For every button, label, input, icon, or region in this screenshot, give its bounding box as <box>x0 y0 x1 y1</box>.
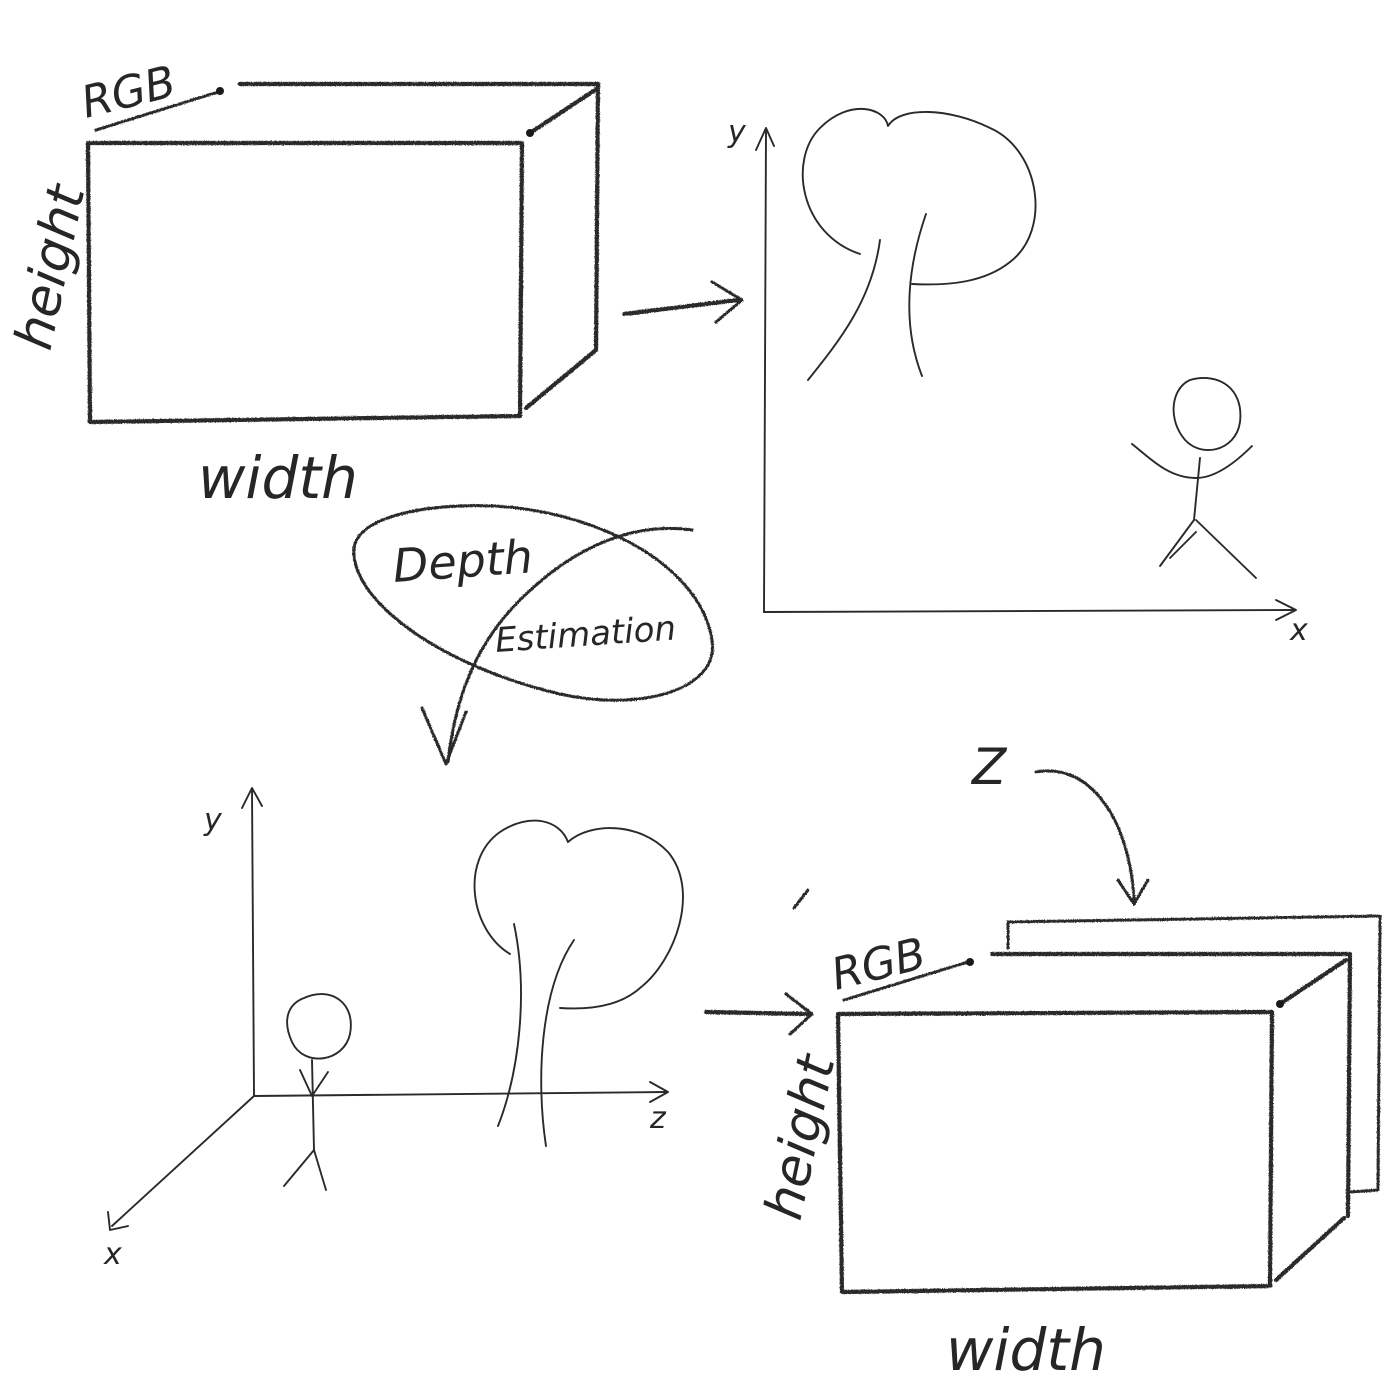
top-left-rgb-pointer-line <box>94 90 220 132</box>
z-layer-top-edge <box>989 951 1353 1219</box>
bottom-left-3d-scene: y x z <box>103 787 684 1272</box>
top-right-y-axis-label: y <box>727 115 747 150</box>
bottom-right-rgb-dot <box>966 958 974 966</box>
z-layer-back-plate <box>1006 914 1382 1194</box>
top-right-axes <box>755 127 1297 621</box>
z-pointer-arrow <box>1034 769 1136 902</box>
process-arrow-head <box>420 706 468 766</box>
process-curved-arrow <box>446 527 694 764</box>
bottom-right-height-label: height <box>754 1049 847 1225</box>
bottom-left-stick-person <box>283 993 352 1191</box>
top-left-front-face <box>85 140 525 425</box>
bottom-left-tree <box>473 819 684 1147</box>
top-left-right-back-edge <box>593 81 601 353</box>
top-left-rgb-label: RGB <box>76 56 180 128</box>
bottom-right-front-face <box>835 1009 1275 1295</box>
process-ellipse <box>352 504 714 702</box>
process-label-line1: Depth <box>391 529 535 593</box>
bottom-right-width-label: width <box>946 1316 1106 1384</box>
bottom-right-corner-link-bottom <box>1273 1215 1347 1283</box>
arrow-to-scene <box>621 280 744 324</box>
bottom-left-z-axis-label: z <box>649 1101 667 1136</box>
top-left-corner-link-top <box>527 85 601 136</box>
top-right-tree <box>801 108 1037 381</box>
top-right-x-axis-label: x <box>1289 613 1308 648</box>
process-label-line2: Estimation <box>494 608 677 661</box>
top-right-stick-person <box>1131 377 1257 579</box>
top-left-corner-dot <box>526 129 534 137</box>
top-left-corner-link-bottom <box>523 347 599 411</box>
depth-estimation-process: Depth Estimation <box>352 504 714 766</box>
bottom-left-axes <box>107 787 669 1231</box>
top-left-height-label: height <box>4 179 97 355</box>
top-left-width-label: width <box>198 444 358 512</box>
bottom-right-rgb-pointer-line <box>842 960 970 1002</box>
arrow-to-depth-tensor <box>703 992 814 1036</box>
height-tick-mark <box>792 888 810 910</box>
top-right-2d-scene: y x <box>727 108 1308 648</box>
bottom-right-z-label: Z <box>970 738 1008 796</box>
top-left-rgb-tensor <box>85 81 601 425</box>
top-left-rgb-dot <box>216 87 224 95</box>
bottom-left-y-axis-label: y <box>203 803 223 838</box>
bottom-right-corner-link-top <box>1277 957 1349 1007</box>
bottom-left-x-axis-label: x <box>103 1237 122 1272</box>
bottom-right-rgbz-tensor: Z RGB height width <box>754 738 1382 1384</box>
bottom-right-rgb-label: RGB <box>826 928 930 1000</box>
z-pointer-arrow-head <box>1116 878 1150 906</box>
bottom-right-corner-dot <box>1276 1000 1284 1008</box>
